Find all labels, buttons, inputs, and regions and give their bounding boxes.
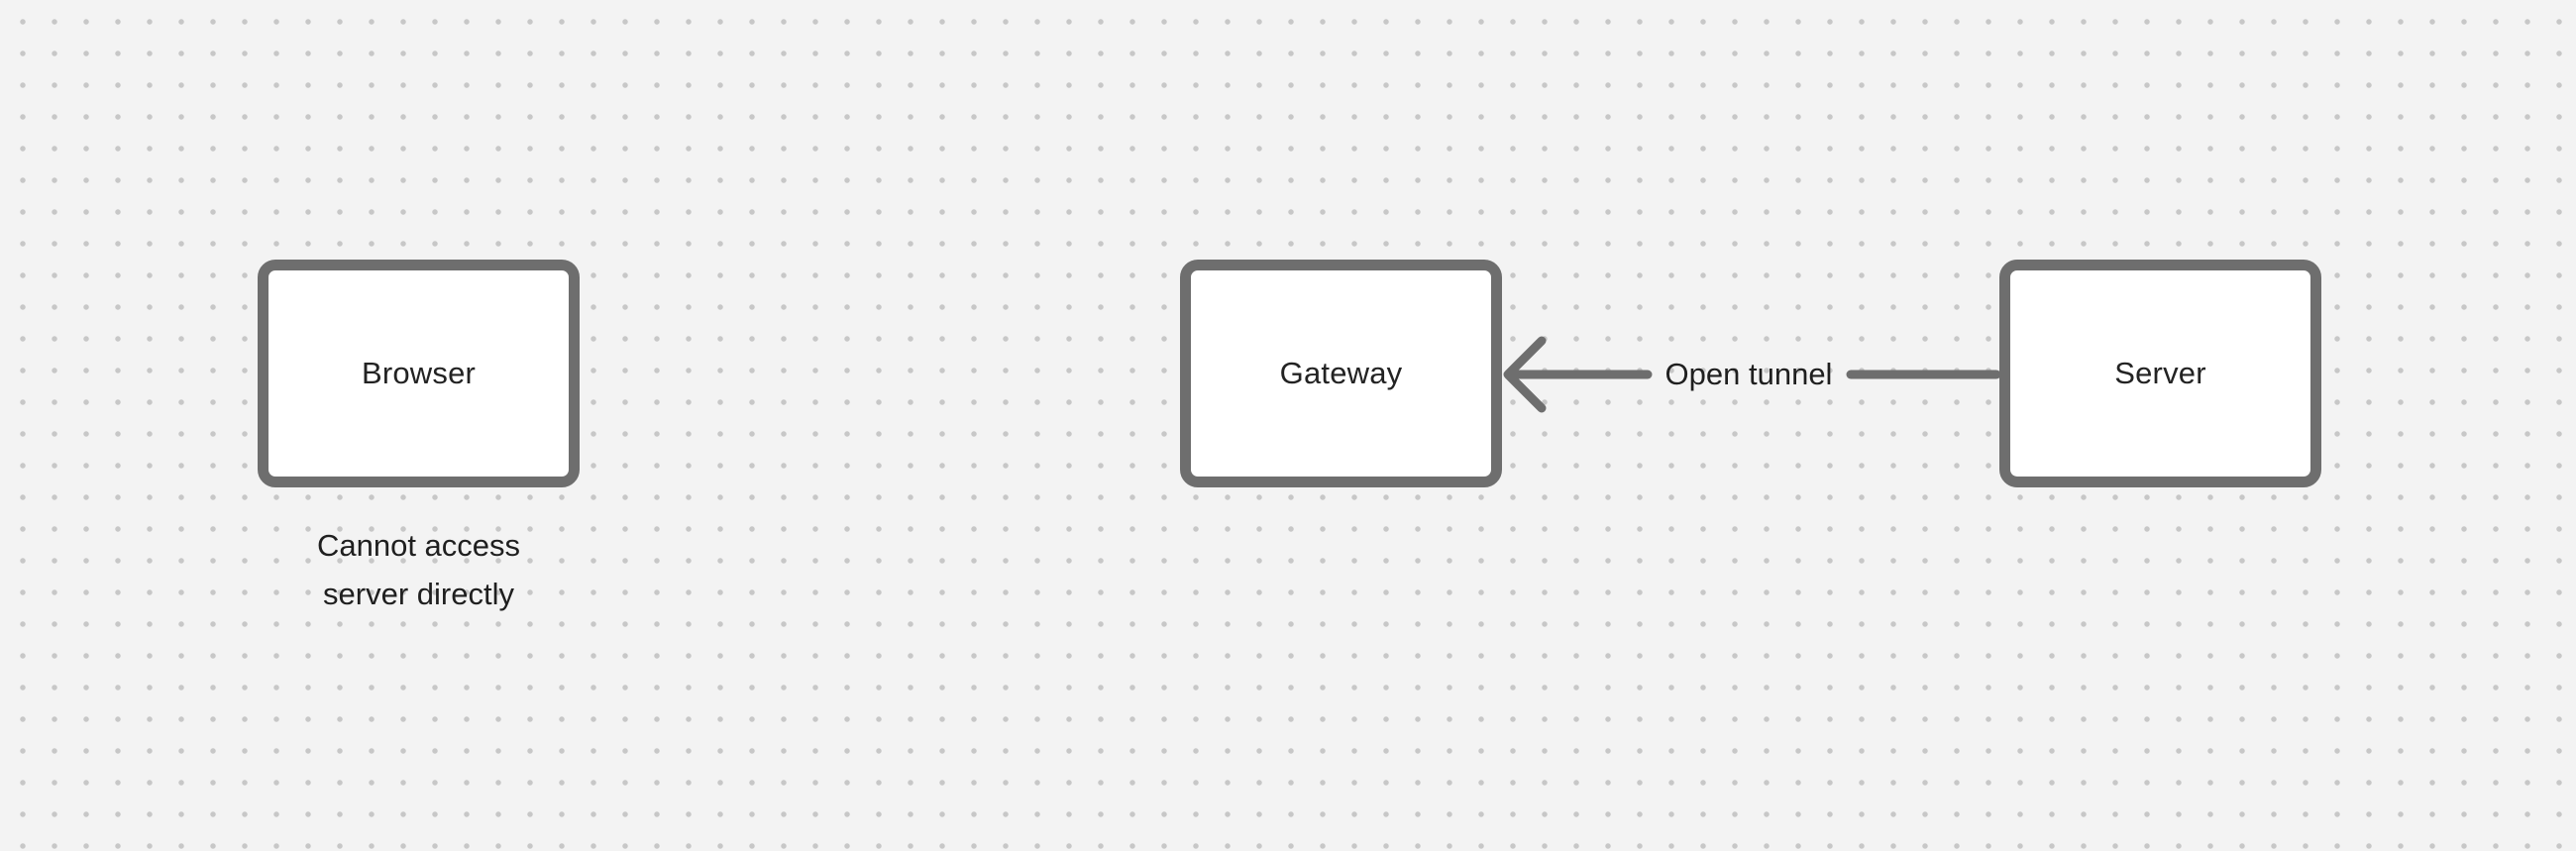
annotation-line-2: server directly — [323, 577, 514, 611]
node-gateway[interactable]: Gateway — [1180, 260, 1502, 487]
annotation-line-1: Cannot access — [316, 528, 521, 563]
node-server-label: Server — [2114, 356, 2206, 390]
node-browser-label: Browser — [361, 356, 477, 390]
tunnel-arrow[interactable] — [1491, 330, 2006, 419]
node-gateway-label: Gateway — [1279, 356, 1403, 390]
node-server[interactable]: Server — [1999, 260, 2321, 487]
node-browser[interactable]: Browser — [258, 260, 580, 487]
tunnel-arrow-label[interactable]: Open tunnel — [1664, 357, 1833, 391]
browser-annotation: Cannot access server directly — [208, 521, 629, 618]
